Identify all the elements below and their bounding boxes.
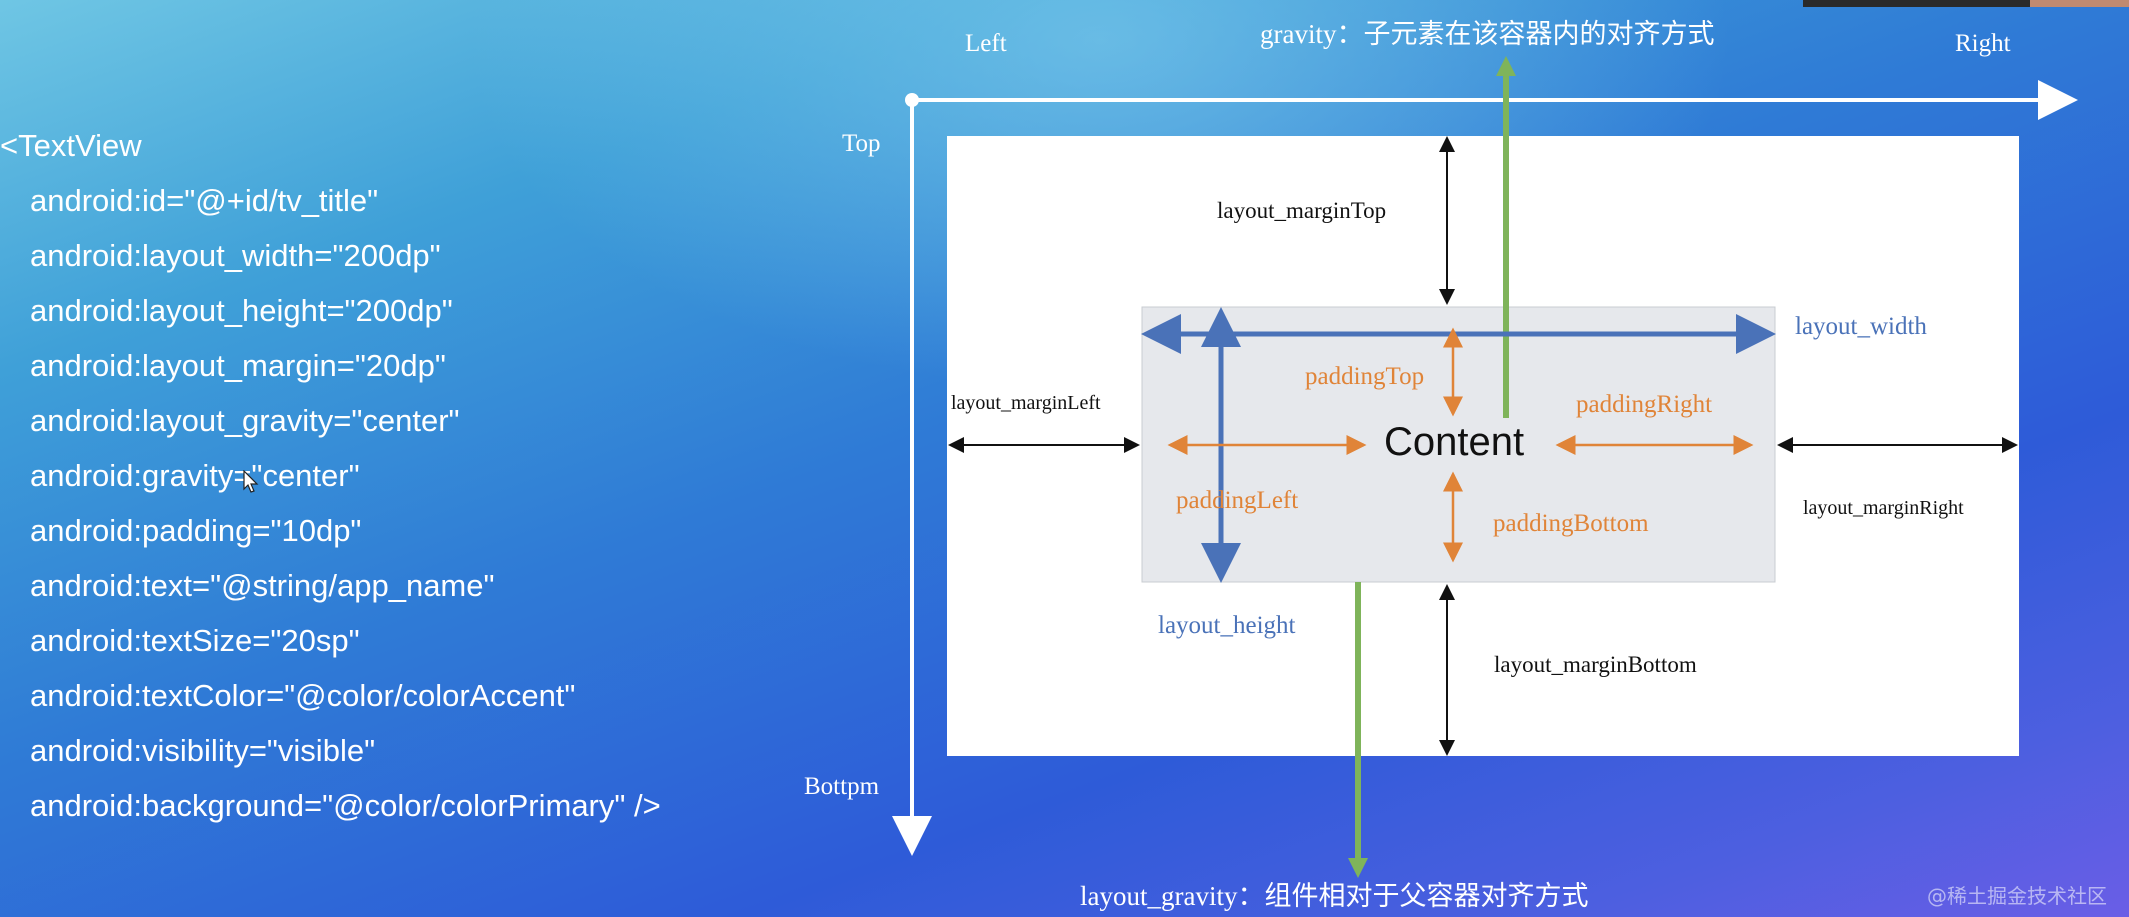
- label-margin-bottom: layout_marginBottom: [1494, 652, 1697, 677]
- code-line: android:layout_gravity="center": [30, 403, 460, 438]
- code-line: android:layout_height="200dp": [30, 293, 453, 328]
- axis-label-top: Top: [842, 130, 881, 157]
- code-line: android:padding="10dp": [30, 513, 362, 548]
- code-line: android:layout_width="200dp": [30, 238, 441, 273]
- label-margin-left: layout_marginLeft: [951, 392, 1101, 414]
- layout-gravity-arrow-head: [1348, 858, 1368, 878]
- gravity-caption: gravity：子元素在该容器内的对齐方式: [1260, 19, 1715, 49]
- code-line: android:layout_margin="20dp": [30, 348, 446, 383]
- code-line: android:text="@string/app_name": [30, 568, 495, 603]
- code-line: android:gravity="center": [30, 458, 360, 493]
- axis-label-right: Right: [1955, 30, 2011, 57]
- label-layout-height: layout_height: [1158, 612, 1296, 639]
- label-padding-right: paddingRight: [1576, 391, 1713, 418]
- presenter-video-strip: [1803, 0, 2129, 7]
- code-line: <TextView: [0, 128, 142, 163]
- presenter-face: [2030, 0, 2129, 7]
- axis-label-bottom: Bottpm: [804, 773, 880, 800]
- code-line: android:background="@color/colorPrimary"…: [30, 788, 661, 823]
- label-padding-left: paddingLeft: [1176, 487, 1299, 514]
- gravity-arrow-head: [1496, 56, 1516, 76]
- mouse-cursor-icon: [243, 470, 259, 493]
- layout-gravity-caption: layout_gravity：组件相对于父容器对齐方式: [1080, 881, 1589, 911]
- code-line: android:textSize="20sp": [30, 623, 360, 658]
- watermark: @稀土掘金技术社区: [1927, 884, 2107, 908]
- label-margin-top: layout_marginTop: [1217, 198, 1387, 223]
- label-layout-width: layout_width: [1795, 313, 1927, 340]
- code-line: android:textColor="@color/colorAccent": [30, 678, 576, 713]
- code-line: android:visibility="visible": [30, 733, 376, 768]
- content-text: Content: [1384, 420, 1525, 464]
- label-padding-top: paddingTop: [1305, 363, 1425, 390]
- label-padding-bottom: paddingBottom: [1493, 510, 1649, 537]
- label-margin-right: layout_marginRight: [1803, 497, 1964, 519]
- code-listing: <TextView android:id="@+id/tv_title" and…: [0, 118, 661, 833]
- axis-label-left: Left: [965, 30, 1007, 57]
- code-line: android:id="@+id/tv_title": [30, 183, 379, 218]
